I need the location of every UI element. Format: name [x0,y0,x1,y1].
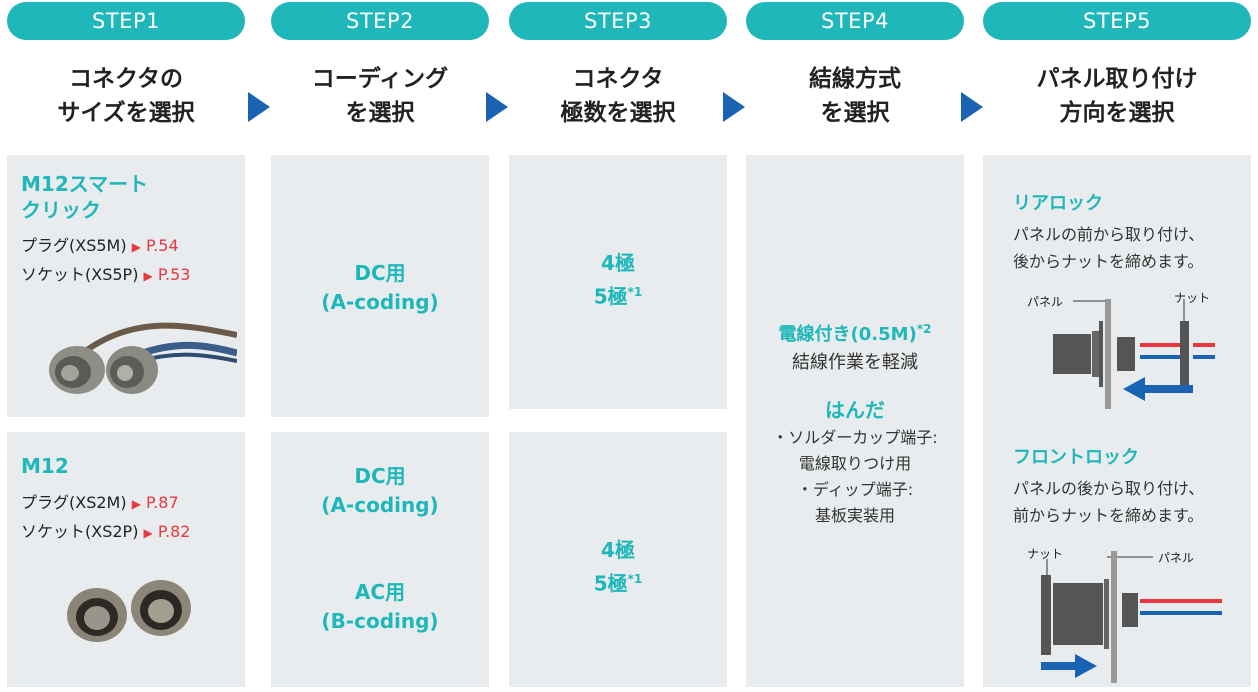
arrow-right-icon [723,92,745,122]
m12-socket-row[interactable]: ソケット(XS2P) ▶ P.82 [21,517,190,548]
socket-label: ソケット(XS5P) [21,265,139,284]
rear-lock-desc-line1: パネルの前から取り付け、 [1013,225,1205,244]
smartclick-title-line2: クリック [21,198,101,222]
step3-box-2: 4極 5極*1 [509,432,727,687]
step4-pill: STEP4 [746,2,964,40]
pin-count-5: 5極*1 [509,278,727,312]
step3-pill: STEP3 [509,2,727,40]
step1-box-m12: M12 プラグ(XS2M) ▶ P.87 ソケット(XS2P) ▶ P.82 [7,432,245,687]
step2-box-1: DC用 (A-coding) [271,155,489,417]
page-link[interactable]: P.87 [146,493,179,512]
m12-plug-row[interactable]: プラグ(XS2M) ▶ P.87 [21,488,179,519]
step2-box-2: DC用 (A-coding) AC用 (B-coding) [271,432,489,687]
front-lock-desc: パネルの後から取り付け、 前からナットを締めます。 [1013,475,1204,529]
step4-title-line2: を選択 [820,100,890,126]
plug-label: プラグ(XS5M) [21,236,127,255]
wire-attached-option: 電線付き(0.5M)*2 結線作業を軽減 [746,315,964,377]
caret-right-icon: ▶ [143,269,153,283]
front-nut-label: ナット [1027,547,1064,561]
footnote-mark: *1 [627,285,643,299]
dip-desc: 基板実装用 [814,506,895,525]
wire-attached-desc: 結線作業を軽減 [792,352,918,373]
step4-title-line1: 結線方式 [809,66,901,92]
front-panel-label: パネル [1158,551,1195,565]
coding-type: DC用 [354,261,406,285]
rear-lock-desc-line2: 後からナットを締めます。 [1013,252,1204,271]
step1-pill: STEP1 [7,2,245,40]
solder-cup-desc: 電線取りつけ用 [798,454,912,473]
step3-title-line2: 極数を選択 [560,100,676,126]
footnote-mark: *1 [627,572,643,586]
step3-title-line1: コネクタ [572,66,664,92]
step1-title-line2: サイズを選択 [57,100,195,126]
pin-count-5-label: 5極 [593,284,628,309]
smartclick-plug-row[interactable]: プラグ(XS5M) ▶ P.54 [21,231,179,262]
step3-box-1: 4極 5極*1 [509,155,727,409]
coding-option: DC用 (A-coding) [271,259,489,317]
front-lock-desc-line1: パネルの後から取り付け、 [1013,479,1205,498]
step1-title: コネクタの サイズを選択 [7,62,245,130]
step1-title-line1: コネクタの [68,66,184,92]
wire-attached-title: 電線付き(0.5M)*2 [746,315,964,349]
step5-box: リアロック パネルの前から取り付け、 後からナットを締めます。 パネル ナット … [983,155,1251,687]
coding-code: (B-coding) [321,609,439,633]
caret-right-icon: ▶ [143,526,153,540]
smartclick-title: M12スマート クリック [21,171,148,223]
pin-count-5-label: 5極 [593,571,628,596]
rear-panel-label: パネル [1027,295,1064,309]
step2-title-line2: を選択 [345,100,415,126]
page-link[interactable]: P.54 [146,236,179,255]
solder-cup-label: ・ソルダーカップ端子: [772,428,938,447]
socket-label: ソケット(XS2P) [21,522,139,541]
step2-pill: STEP2 [271,2,489,40]
front-lock-diagram [1041,551,1222,683]
wire-attached-label: 電線付き(0.5M) [778,324,917,345]
coding-type: AC用 [354,580,406,604]
step5-pill: STEP5 [983,2,1251,40]
plug-label: プラグ(XS2M) [21,493,127,512]
smartclick-connector-image [49,322,237,394]
arrow-right-icon [248,92,270,122]
smartclick-socket-row[interactable]: ソケット(XS5P) ▶ P.53 [21,260,190,291]
pin-count-option: 4極 5極*1 [509,249,727,312]
coding-option: DC用 (A-coding) [271,462,489,520]
step3-title: コネクタ 極数を選択 [509,62,727,130]
dip-label: ・ディップ端子: [796,480,914,499]
caret-right-icon: ▶ [131,240,141,254]
arrow-right-icon [961,92,983,122]
pin-count-option: 4極 5極*1 [509,536,727,599]
coding-code: (A-coding) [321,493,439,517]
step5-title-line2: 方向を選択 [1059,100,1175,126]
step4-title: 結線方式 を選択 [746,62,964,130]
step5-title: パネル取り付け 方向を選択 [983,62,1251,130]
step4-box: 電線付き(0.5M)*2 結線作業を軽減 はんだ ・ソルダーカップ端子: 電線取… [746,155,964,687]
page-link[interactable]: P.53 [157,265,191,284]
coding-type: DC用 [354,464,406,488]
m12-title: M12 [21,454,69,478]
caret-right-icon: ▶ [131,497,141,511]
smartclick-title-line1: M12スマート [21,172,149,196]
step5-title-line1: パネル取り付け [1036,66,1198,92]
coding-code: (A-coding) [321,290,439,314]
rear-lock-diagram [1053,299,1215,409]
front-lock-desc-line2: 前からナットを締めます。 [1013,506,1204,525]
footnote-mark: *2 [916,322,932,336]
arrow-right-icon [486,92,508,122]
solder-title: はんだ [825,398,885,422]
rear-lock-title: リアロック [1013,193,1103,214]
pin-count-4: 4極 [601,538,635,562]
step2-title: コーディング を選択 [271,62,489,130]
front-lock-title: フロントロック [1013,447,1139,468]
m12-connector-image [67,580,191,642]
step1-box-smartclick: M12スマート クリック プラグ(XS5M) ▶ P.54 ソケット(XS5P)… [7,155,245,417]
solder-option: はんだ ・ソルダーカップ端子: 電線取りつけ用 ・ディップ端子: 基板実装用 [746,395,964,529]
pin-count-5: 5極*1 [509,565,727,599]
rear-lock-desc: パネルの前から取り付け、 後からナットを締めます。 [1013,221,1204,275]
pin-count-4: 4極 [601,251,635,275]
step2-title-line1: コーディング [311,66,449,92]
page-link[interactable]: P.82 [157,522,191,541]
coding-option: AC用 (B-coding) [271,578,489,636]
rear-nut-label: ナット [1174,291,1211,305]
